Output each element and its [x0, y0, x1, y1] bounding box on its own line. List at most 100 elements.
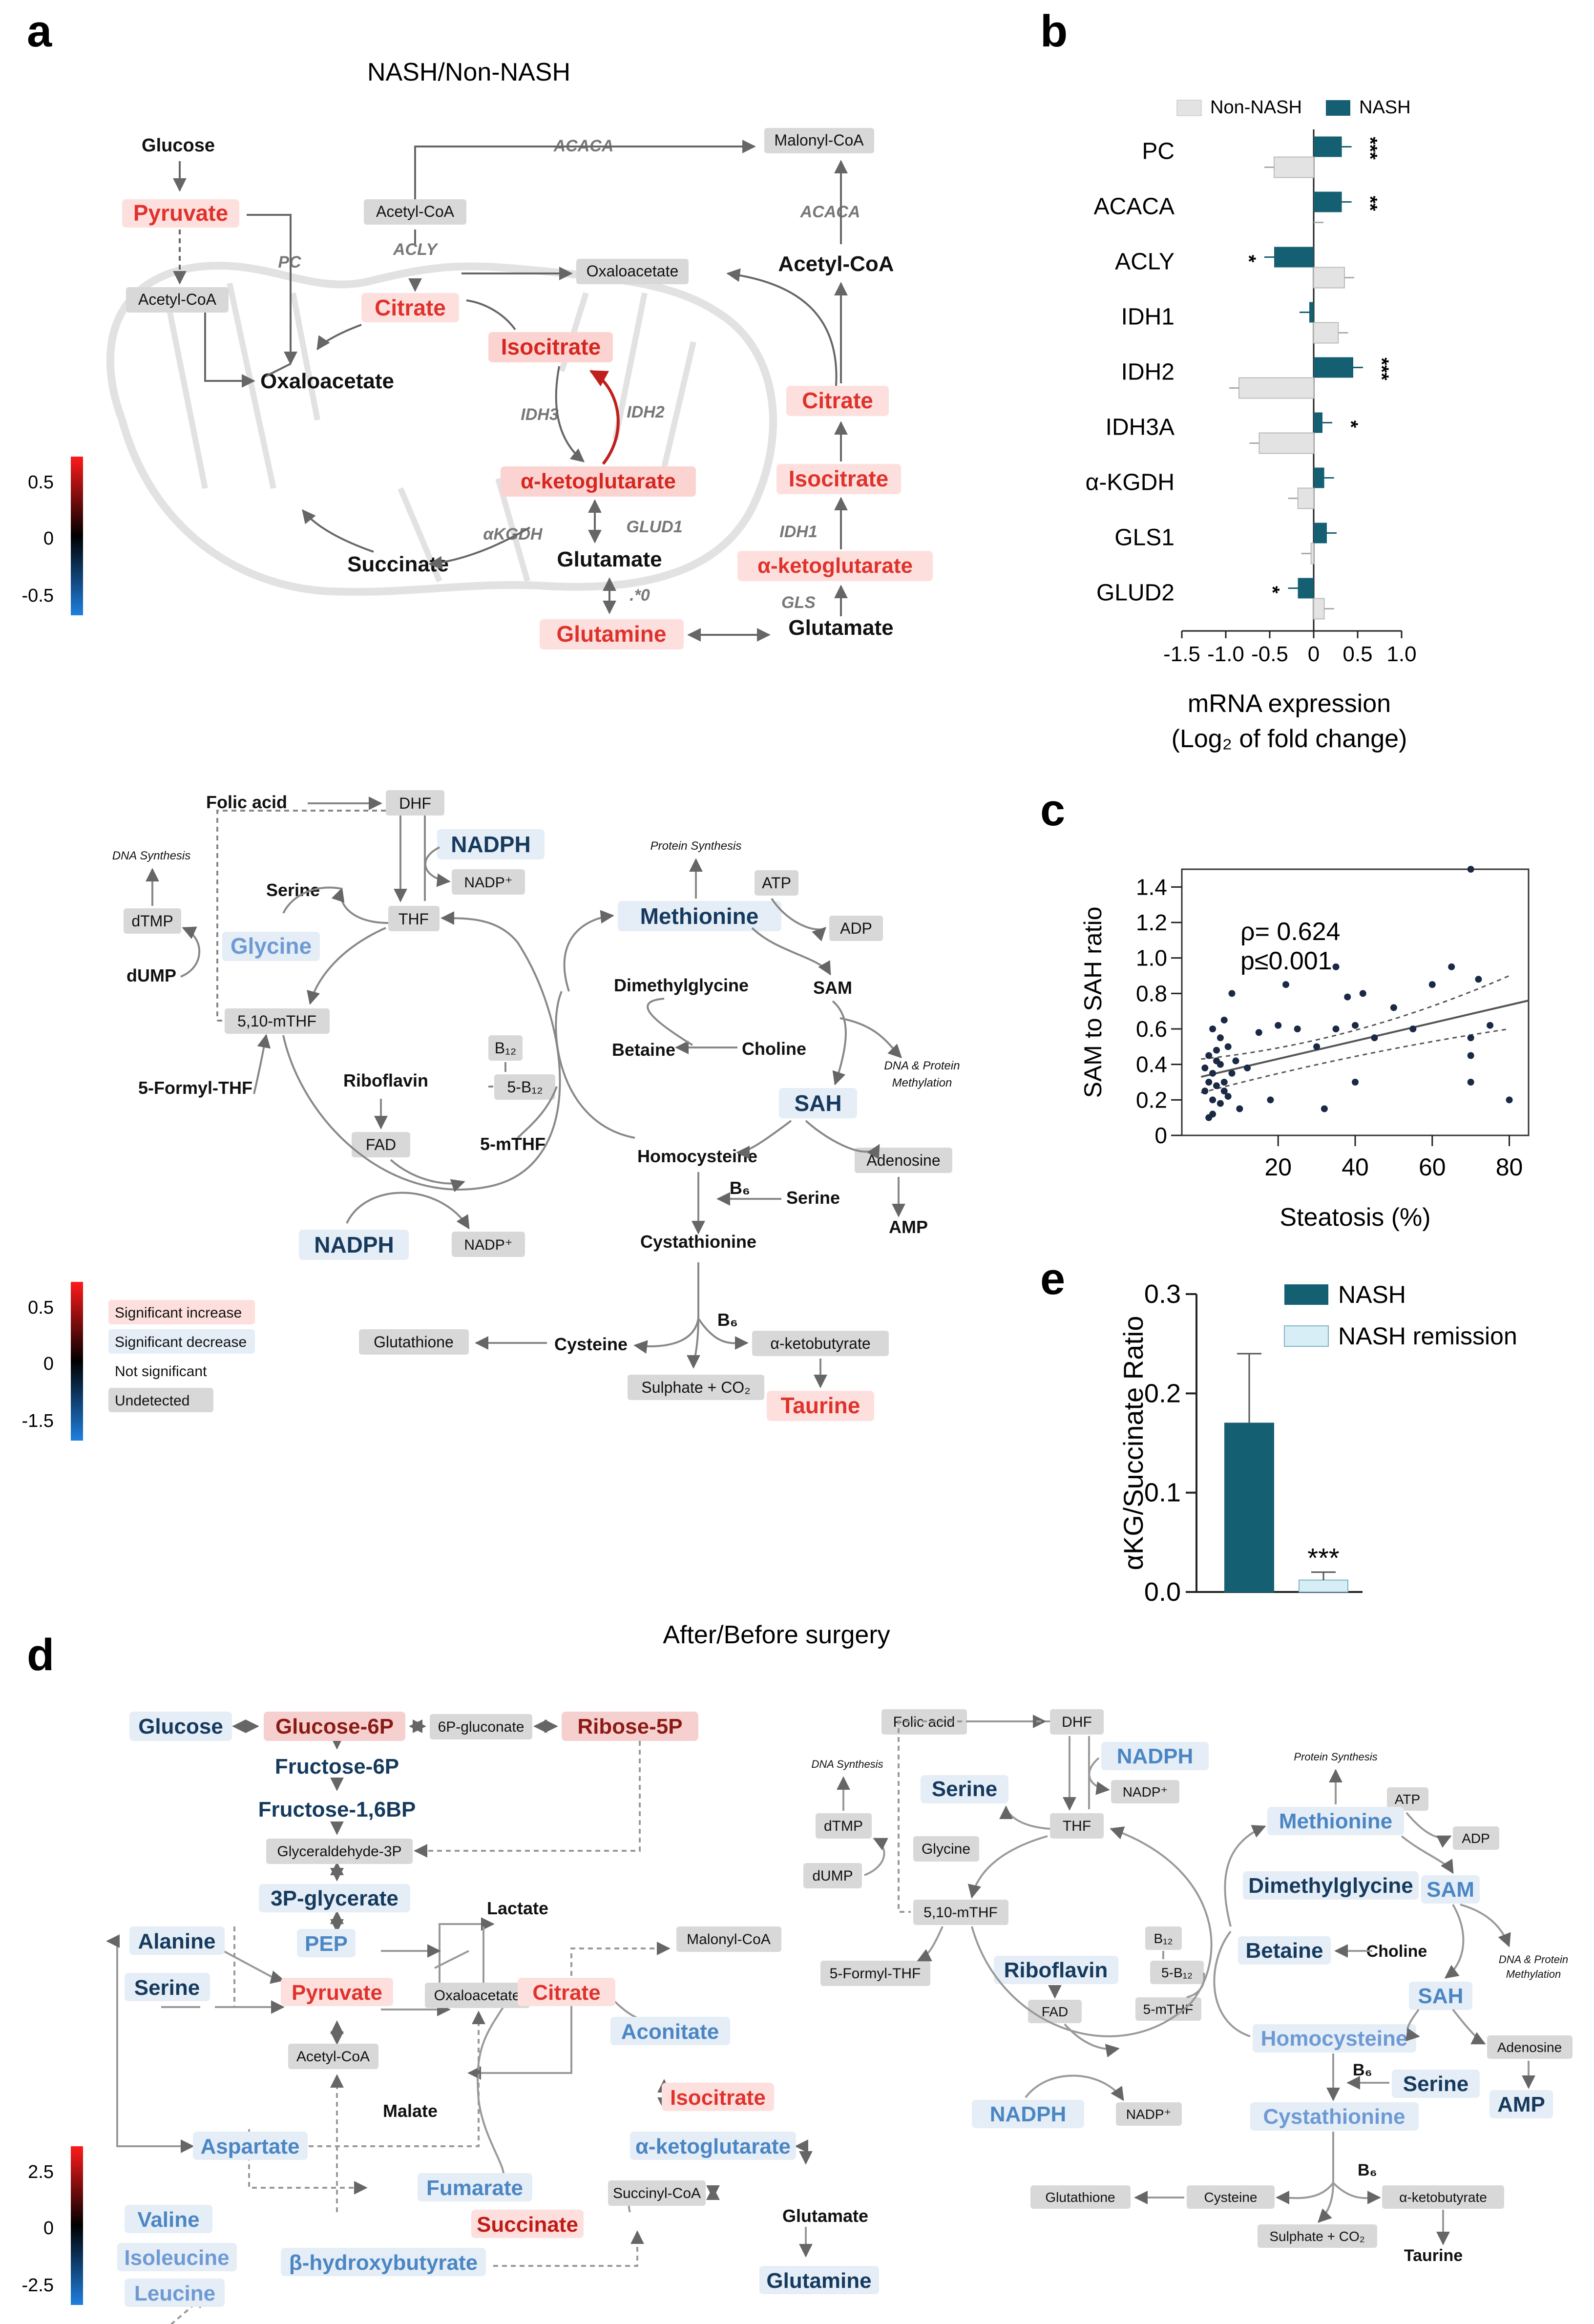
d-acetylcoa-label: Acetyl-CoA: [296, 2049, 370, 2065]
scatter-point: [1487, 1022, 1494, 1029]
significance-stars: **: [1360, 196, 1381, 211]
isocitrate-right-label: Isocitrate: [789, 466, 889, 491]
panel-letter-b: b: [1040, 6, 1068, 56]
scatter-point: [1216, 1061, 1224, 1068]
d-cystathionine-label: Cystathionine: [1263, 2105, 1405, 2129]
x-axis-label-2: (Log₂ of fold change): [1172, 725, 1407, 753]
d-citrate-label: Citrate: [532, 1981, 600, 2005]
scatter-point: [1224, 1093, 1232, 1100]
y-tick-label: 0.4: [1136, 1052, 1167, 1077]
d-dtmp-label: dTMP: [824, 1818, 863, 1834]
d-sam-label: SAM: [1426, 1878, 1474, 1902]
citrate-right-label: Citrate: [802, 388, 873, 413]
dump-label: dUMP: [126, 965, 176, 985]
d-isocitrate-label: Isocitrate: [670, 2086, 766, 2110]
scatter-point: [1205, 1079, 1213, 1086]
svg-text:0.5: 0.5: [28, 1298, 54, 1318]
scatter-point: [1213, 1082, 1220, 1089]
significance-stars: *: [1238, 255, 1259, 263]
y-tick-label: 0.6: [1136, 1016, 1167, 1042]
d-b6-bottom-label: B₆: [1358, 2161, 1377, 2179]
d-oaa-label: Oxaloacetate: [434, 1988, 521, 2004]
oxaloacetate-label: Oxaloacetate: [260, 369, 394, 393]
legend-swatch-nash: [1326, 100, 1350, 116]
scatter-point: [1275, 1022, 1282, 1029]
scatter-point: [1352, 1079, 1359, 1086]
y-tick-label: 1.4: [1136, 874, 1167, 900]
d-sulphate-label: Sulphate + CO₂: [1269, 2229, 1364, 2244]
onec-arrows-a: [146, 796, 905, 1388]
d-valine-label: Valine: [137, 2208, 199, 2232]
category-label: IDH3A: [1106, 415, 1175, 440]
scatter-point: [1209, 1096, 1216, 1104]
y-tick-label: 0.8: [1136, 981, 1167, 1006]
d-glucose-label: Glucose: [138, 1715, 223, 1738]
d-amp-label: AMP: [1497, 2093, 1545, 2116]
d-nadph-bottom-label: NADPH: [990, 2102, 1066, 2126]
bar-non-nash: [1238, 377, 1314, 399]
scatter-point: [1236, 1105, 1243, 1112]
scatter-point: [1332, 1026, 1340, 1032]
bar-non-nash: [1274, 156, 1314, 178]
d-nadp-top-label: NADP⁺: [1123, 1784, 1168, 1800]
scatter-point: [1267, 1096, 1274, 1104]
legend-label-non-nash: Non-NASH: [1210, 97, 1302, 118]
cystathionine-label: Cystathionine: [640, 1232, 756, 1252]
d-atp-label: ATP: [1395, 1792, 1420, 1807]
onec-arrows-d: [837, 1715, 1535, 2245]
homocysteine-label: Homocysteine: [637, 1146, 757, 1166]
x-tick-label: -0.5: [1251, 642, 1288, 666]
category-label: ACLY: [1115, 249, 1175, 275]
glutamine-label: Glutamine: [557, 621, 667, 647]
category-label: ACACA: [1094, 194, 1175, 220]
category-label: IDH2: [1121, 359, 1175, 385]
significance-stars: ***: [1360, 137, 1381, 160]
y-tick-label: 0.2: [1136, 1087, 1167, 1112]
pyruvate-label: Pyruvate: [133, 200, 228, 226]
riboflavin-label: Riboflavin: [343, 1070, 428, 1090]
scatter-point: [1428, 981, 1436, 988]
svg-text:0: 0: [43, 2218, 54, 2239]
x-tick-label: 0.5: [1342, 642, 1372, 666]
amp-label: AMP: [889, 1217, 928, 1237]
scatter-point: [1216, 1034, 1224, 1042]
x-tick-label: -1.0: [1207, 642, 1244, 666]
d-fad-label: FAD: [1042, 2004, 1068, 2019]
d-aspartate-label: Aspartate: [201, 2135, 300, 2158]
d-nadp-bottom-label: NADP⁺: [1126, 2107, 1172, 2122]
legend-swatch-non-nash: [1176, 100, 1202, 116]
d-dnaprot-label2: Methylation: [1506, 1968, 1561, 1980]
adp-label: ADP: [840, 920, 872, 937]
d-adenosine-label: Adenosine: [1497, 2040, 1562, 2055]
idh3-label: IDH3: [521, 405, 559, 424]
mthf5-label: 5-mTHF: [480, 1134, 545, 1154]
category-label: GLUD2: [1096, 580, 1175, 606]
svg-text:Significant decrease: Significant decrease: [115, 1334, 247, 1350]
dtmp-label: dTMP: [131, 912, 173, 930]
thf-label: THF: [398, 910, 429, 928]
d-mthf-label: 5,10-mTHF: [923, 1905, 998, 1921]
x-tick-label: 1.0: [1386, 642, 1416, 666]
x-tick-label: 20: [1264, 1153, 1292, 1181]
svg-text:0.5: 0.5: [28, 472, 54, 493]
scatter-point: [1228, 990, 1236, 997]
significance-stars: ***: [1371, 357, 1392, 380]
glycine-label: Glycine: [231, 933, 312, 959]
d-g6p-label: Glucose-6P: [275, 1715, 394, 1738]
d-thf-label: THF: [1063, 1818, 1091, 1834]
d-formyl-label: 5-Formyl-THF: [830, 1966, 921, 1982]
scatter-point: [1344, 993, 1351, 1001]
significance-stars: *: [1262, 586, 1283, 594]
scatter-point: [1475, 976, 1482, 983]
scatter-point: [1201, 1088, 1209, 1095]
d-isoleucine-label: Isoleucine: [124, 2246, 229, 2270]
y-tick-label: 1.0: [1136, 945, 1167, 971]
x-tick-label: 40: [1342, 1153, 1369, 1181]
scatter-point: [1220, 1016, 1228, 1024]
significance-stars: ***: [1307, 1542, 1339, 1573]
d-succinate-label: Succinate: [477, 2213, 578, 2237]
scatter-point: [1371, 1034, 1378, 1042]
scatter-point: [1313, 1043, 1321, 1050]
